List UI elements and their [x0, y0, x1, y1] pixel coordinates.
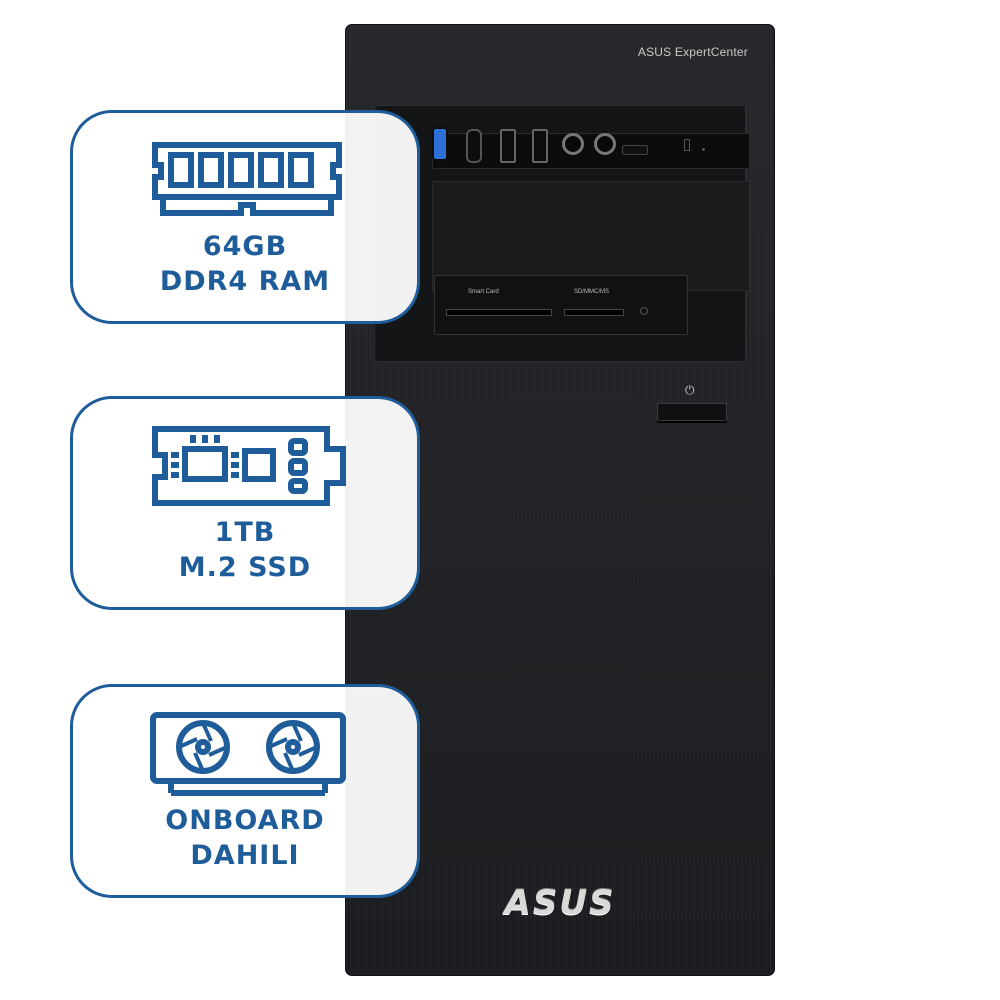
microphone-jack — [594, 133, 616, 155]
spec-card-ssd: 1TB M.2 SSD — [70, 396, 420, 610]
card-reader-led — [640, 307, 648, 315]
spec-card-gpu: ONBOARD DAHILI — [70, 684, 420, 898]
smart-card-slot — [446, 309, 552, 316]
power-icon: ⏻ — [685, 383, 695, 397]
gpu-label-local: DAHILI — [190, 840, 300, 871]
io-panel — [432, 181, 750, 291]
usb-a-port — [500, 129, 516, 163]
sd-card-slot — [564, 309, 624, 316]
sd-card-label: SD/MMC/MS — [574, 289, 609, 295]
usb-c-port — [466, 129, 482, 163]
headphone-jack — [562, 133, 584, 155]
front-panel: Smart Card SD/MMC/MS — [374, 105, 750, 362]
ram-capacity: 64GB — [202, 231, 288, 262]
m2-ssd-icon — [152, 426, 346, 506]
gpu-label: ONBOARD — [165, 805, 325, 836]
ram-module-icon — [152, 142, 342, 216]
asus-logo: ASUS — [504, 883, 616, 923]
spec-card-ram: 64GB DDR4 RAM — [70, 110, 420, 324]
drive-led — [702, 148, 705, 151]
card-reader: Smart Card SD/MMC/MS — [434, 275, 688, 335]
graphics-card-icon — [150, 712, 346, 796]
power-button — [657, 403, 727, 421]
brand-line: ASUS ExpertCenter — [637, 45, 748, 59]
eject-button — [622, 145, 648, 155]
ram-type: DDR4 RAM — [159, 266, 331, 297]
hdd-led — [684, 139, 690, 151]
usb3-port — [434, 129, 446, 159]
usb-a-port — [532, 129, 548, 163]
ssd-type: M.2 SSD — [178, 552, 312, 583]
optical-drive-bay — [432, 133, 750, 169]
smart-card-label: Smart Card — [468, 289, 499, 295]
ssd-capacity: 1TB — [214, 517, 276, 548]
